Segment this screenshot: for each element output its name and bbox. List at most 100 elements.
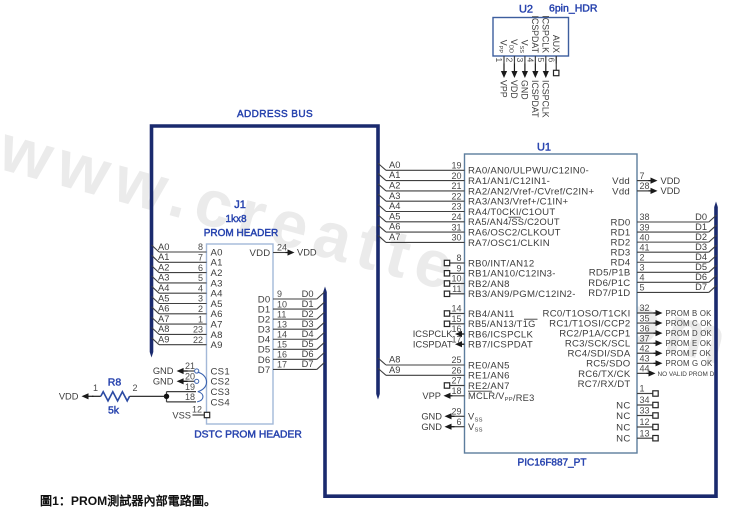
net-label: A3	[389, 191, 400, 201]
pin-name: RA2/AN2/Vref-/CVref/C2IN+	[468, 186, 594, 197]
bus-entry	[377, 234, 387, 243]
pin-number: 34	[640, 395, 650, 405]
pin-number: 39	[640, 222, 650, 232]
pin-name: CS1	[211, 366, 230, 377]
bus-entry	[151, 306, 160, 315]
pin-number: 40	[640, 232, 650, 242]
pin-number: 41	[640, 242, 650, 252]
net-label: D4	[695, 252, 707, 262]
pin-name: RA5/AN4/SS/C2OUT	[468, 217, 560, 227]
bus-entry	[708, 234, 717, 243]
component-u2: U2 6pin_HDR 1 VPP VPP 2 VDD VDD 3 VSS GN…	[492, 2, 598, 118]
net-label: A7	[158, 314, 169, 324]
pin-number: 13	[640, 428, 650, 438]
bus-entry	[377, 224, 387, 233]
bus-entry	[377, 214, 387, 223]
pin-number: 17	[451, 334, 461, 344]
bus-entry	[316, 362, 325, 370]
bus-entry	[151, 337, 160, 346]
pin-number: 14	[451, 304, 461, 314]
cs-arc	[197, 371, 208, 393]
pin-number: 13	[277, 319, 287, 329]
pin-number: 24	[277, 242, 287, 252]
bus-entry	[316, 341, 325, 350]
net-label: PROM F OK	[666, 349, 712, 358]
pin-number: 21	[451, 181, 461, 191]
bus-entry	[151, 265, 160, 274]
net-label: A6	[389, 222, 400, 232]
pin-number: 26	[451, 366, 461, 376]
net-label: A6	[158, 304, 169, 314]
pin-name: RB3/AN9/PGM/C12IN2-	[468, 289, 576, 300]
pin-name: RA4/T0CKI/C1OUT	[468, 207, 555, 218]
net-label: D4	[302, 329, 314, 339]
pin-number: 9	[456, 264, 461, 274]
bus-tip	[149, 352, 154, 358]
pin-name: Vdd	[612, 186, 630, 197]
pin-name: RC6/TX/CK	[578, 369, 631, 380]
pin-number: 30	[451, 233, 461, 243]
pin-number: 15	[277, 340, 287, 350]
pin-number: 2	[198, 304, 203, 314]
arrow-down-icon	[521, 71, 528, 78]
pin-name: RC4/SDI/SDA	[568, 349, 631, 360]
pin-number: 6	[198, 263, 203, 273]
u2-pin-name: VSS	[518, 40, 530, 54]
r8-ref: R8	[108, 377, 122, 389]
pin-number: 4	[198, 283, 203, 293]
pin-name: D7	[258, 365, 271, 376]
pin-name: A4	[211, 289, 224, 300]
pin-number: 17	[277, 360, 287, 370]
arrow-right-icon	[655, 360, 663, 367]
u1-part: PIC16F887_PT	[518, 458, 587, 469]
pin-name: NC	[616, 400, 630, 411]
pin-number: 22	[451, 191, 461, 201]
pin-name: RB2/AN8	[468, 279, 510, 290]
bus-entry	[316, 301, 325, 310]
net-label: PROM E OK	[666, 339, 713, 348]
pin-name: A2	[211, 268, 223, 279]
pin-number: 14	[277, 329, 287, 339]
bus-entry	[316, 351, 325, 360]
address-bus: ADDRESS BUS	[149, 109, 380, 400]
pin-number: 43	[640, 354, 650, 364]
pin-number: 2	[133, 383, 138, 393]
pin-number: 4	[640, 273, 645, 283]
net-label: A9	[158, 335, 169, 345]
pin-number: 9	[277, 289, 282, 299]
pin-name: RC3/SCK/SCL	[565, 339, 631, 350]
bus-entry	[377, 193, 387, 202]
pin-number: 33	[640, 406, 650, 416]
pin-name: RD3	[611, 248, 631, 259]
u2-net-label: GND	[520, 80, 530, 100]
cs-arc	[197, 391, 204, 403]
arrow-down-icon	[500, 71, 508, 78]
no-connect-square-icon	[443, 310, 451, 317]
u2-body	[492, 16, 570, 57]
arrow-right-icon	[287, 249, 295, 256]
u2-net-label: VDD	[509, 80, 519, 99]
net-label: D7	[302, 359, 314, 369]
pin-number: 23	[451, 202, 461, 212]
net-label: A1	[389, 170, 400, 180]
pin-number: 1	[198, 314, 203, 324]
net-label: A0	[158, 242, 169, 252]
arrow-left-icon	[455, 330, 462, 338]
pin-number: 35	[640, 313, 650, 323]
arrow-right-icon	[650, 187, 658, 194]
pin-name: RD0	[611, 217, 631, 228]
no-connect-square-icon	[652, 390, 659, 397]
data-bus-line	[323, 207, 718, 498]
net-label: D0	[695, 212, 707, 222]
arrow-left-icon	[81, 393, 89, 400]
pin-name: CS2	[211, 377, 230, 388]
j1-ref: J1	[234, 199, 246, 211]
net-label: A5	[389, 211, 400, 221]
pin-number: 3	[640, 263, 645, 273]
u2-pin-number: 1	[494, 58, 504, 63]
pin-name: RB0/INT/AN12	[468, 258, 534, 269]
bus-entry	[151, 316, 160, 325]
bus-entry	[708, 264, 717, 273]
u2-ref: U2	[519, 4, 533, 16]
bus-entry	[316, 331, 325, 340]
